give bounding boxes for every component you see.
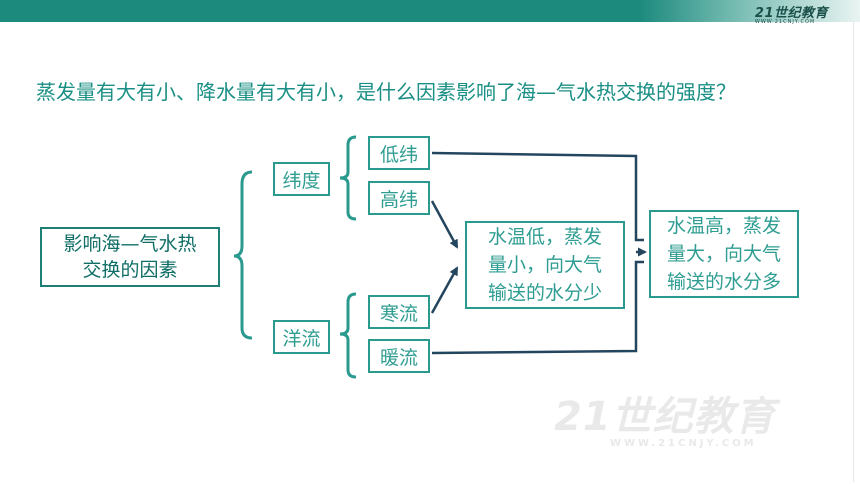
slide-edge — [853, 22, 854, 482]
root-node-line1: 影响海—气水热 — [63, 233, 197, 255]
brand-logo: 21世纪教育 WWW.21CNJY.COM — [754, 2, 828, 25]
node-ocean-current-label: 洋流 — [282, 327, 321, 350]
node-low-latitude: 低纬 — [368, 136, 430, 170]
node-warm-current: 暖流 — [368, 339, 430, 373]
high-result-line2: 量大，向大气 — [666, 243, 781, 265]
node-latitude-label: 纬度 — [282, 169, 321, 192]
brace-root — [233, 170, 253, 340]
high-result-line3: 输送的水分多 — [666, 271, 781, 293]
node-high-temp-result: 水温高，蒸发 量大，向大气 输送的水分多 — [649, 210, 799, 298]
top-bar-accent — [640, 0, 860, 22]
low-result-line3: 输送的水分少 — [487, 282, 602, 304]
low-result-line1: 水温低，蒸发 — [487, 226, 602, 248]
arrow-high-to-low-result — [430, 200, 459, 249]
node-cold-current: 寒流 — [368, 295, 430, 329]
top-bar — [0, 0, 860, 22]
low-result-line2: 量小，向大气 — [487, 254, 602, 276]
arrow-warm-to-high-result — [431, 260, 644, 355]
arrow-low-to-high-result — [431, 151, 644, 242]
watermark: 21世纪教育 WWW.21CNJY.COM — [554, 384, 776, 449]
node-warm-current-label: 暖流 — [379, 346, 418, 369]
brand-logo-sub: WWW.21CNJY.COM — [754, 19, 816, 25]
node-high-latitude-label: 高纬 — [379, 188, 418, 211]
node-ocean-current: 洋流 — [273, 320, 330, 354]
high-result-line1: 水温高，蒸发 — [666, 215, 781, 237]
root-node: 影响海—气水热 交换的因素 — [40, 227, 220, 287]
node-low-latitude-label: 低纬 — [379, 143, 418, 166]
brand-logo-text: 21世纪教育 — [754, 6, 828, 21]
node-low-temp-result: 水温低，蒸发 量小，向大气 输送的水分少 — [465, 221, 625, 309]
node-latitude: 纬度 — [273, 162, 330, 196]
node-high-latitude: 高纬 — [368, 181, 430, 215]
arrow-cold-to-low-result — [430, 266, 459, 314]
watermark-text: 21世纪教育 — [554, 394, 776, 440]
brace-current — [339, 292, 357, 379]
question-title: 蒸发量有大有小、降水量有大有小，是什么因素影响了海—气水热交换的强度？ — [36, 80, 736, 104]
brace-latitude — [339, 135, 357, 221]
watermark-sub: WWW.21CNJY.COM — [610, 438, 757, 449]
node-cold-current-label: 寒流 — [379, 302, 418, 325]
root-node-line2: 交换的因素 — [82, 259, 178, 281]
